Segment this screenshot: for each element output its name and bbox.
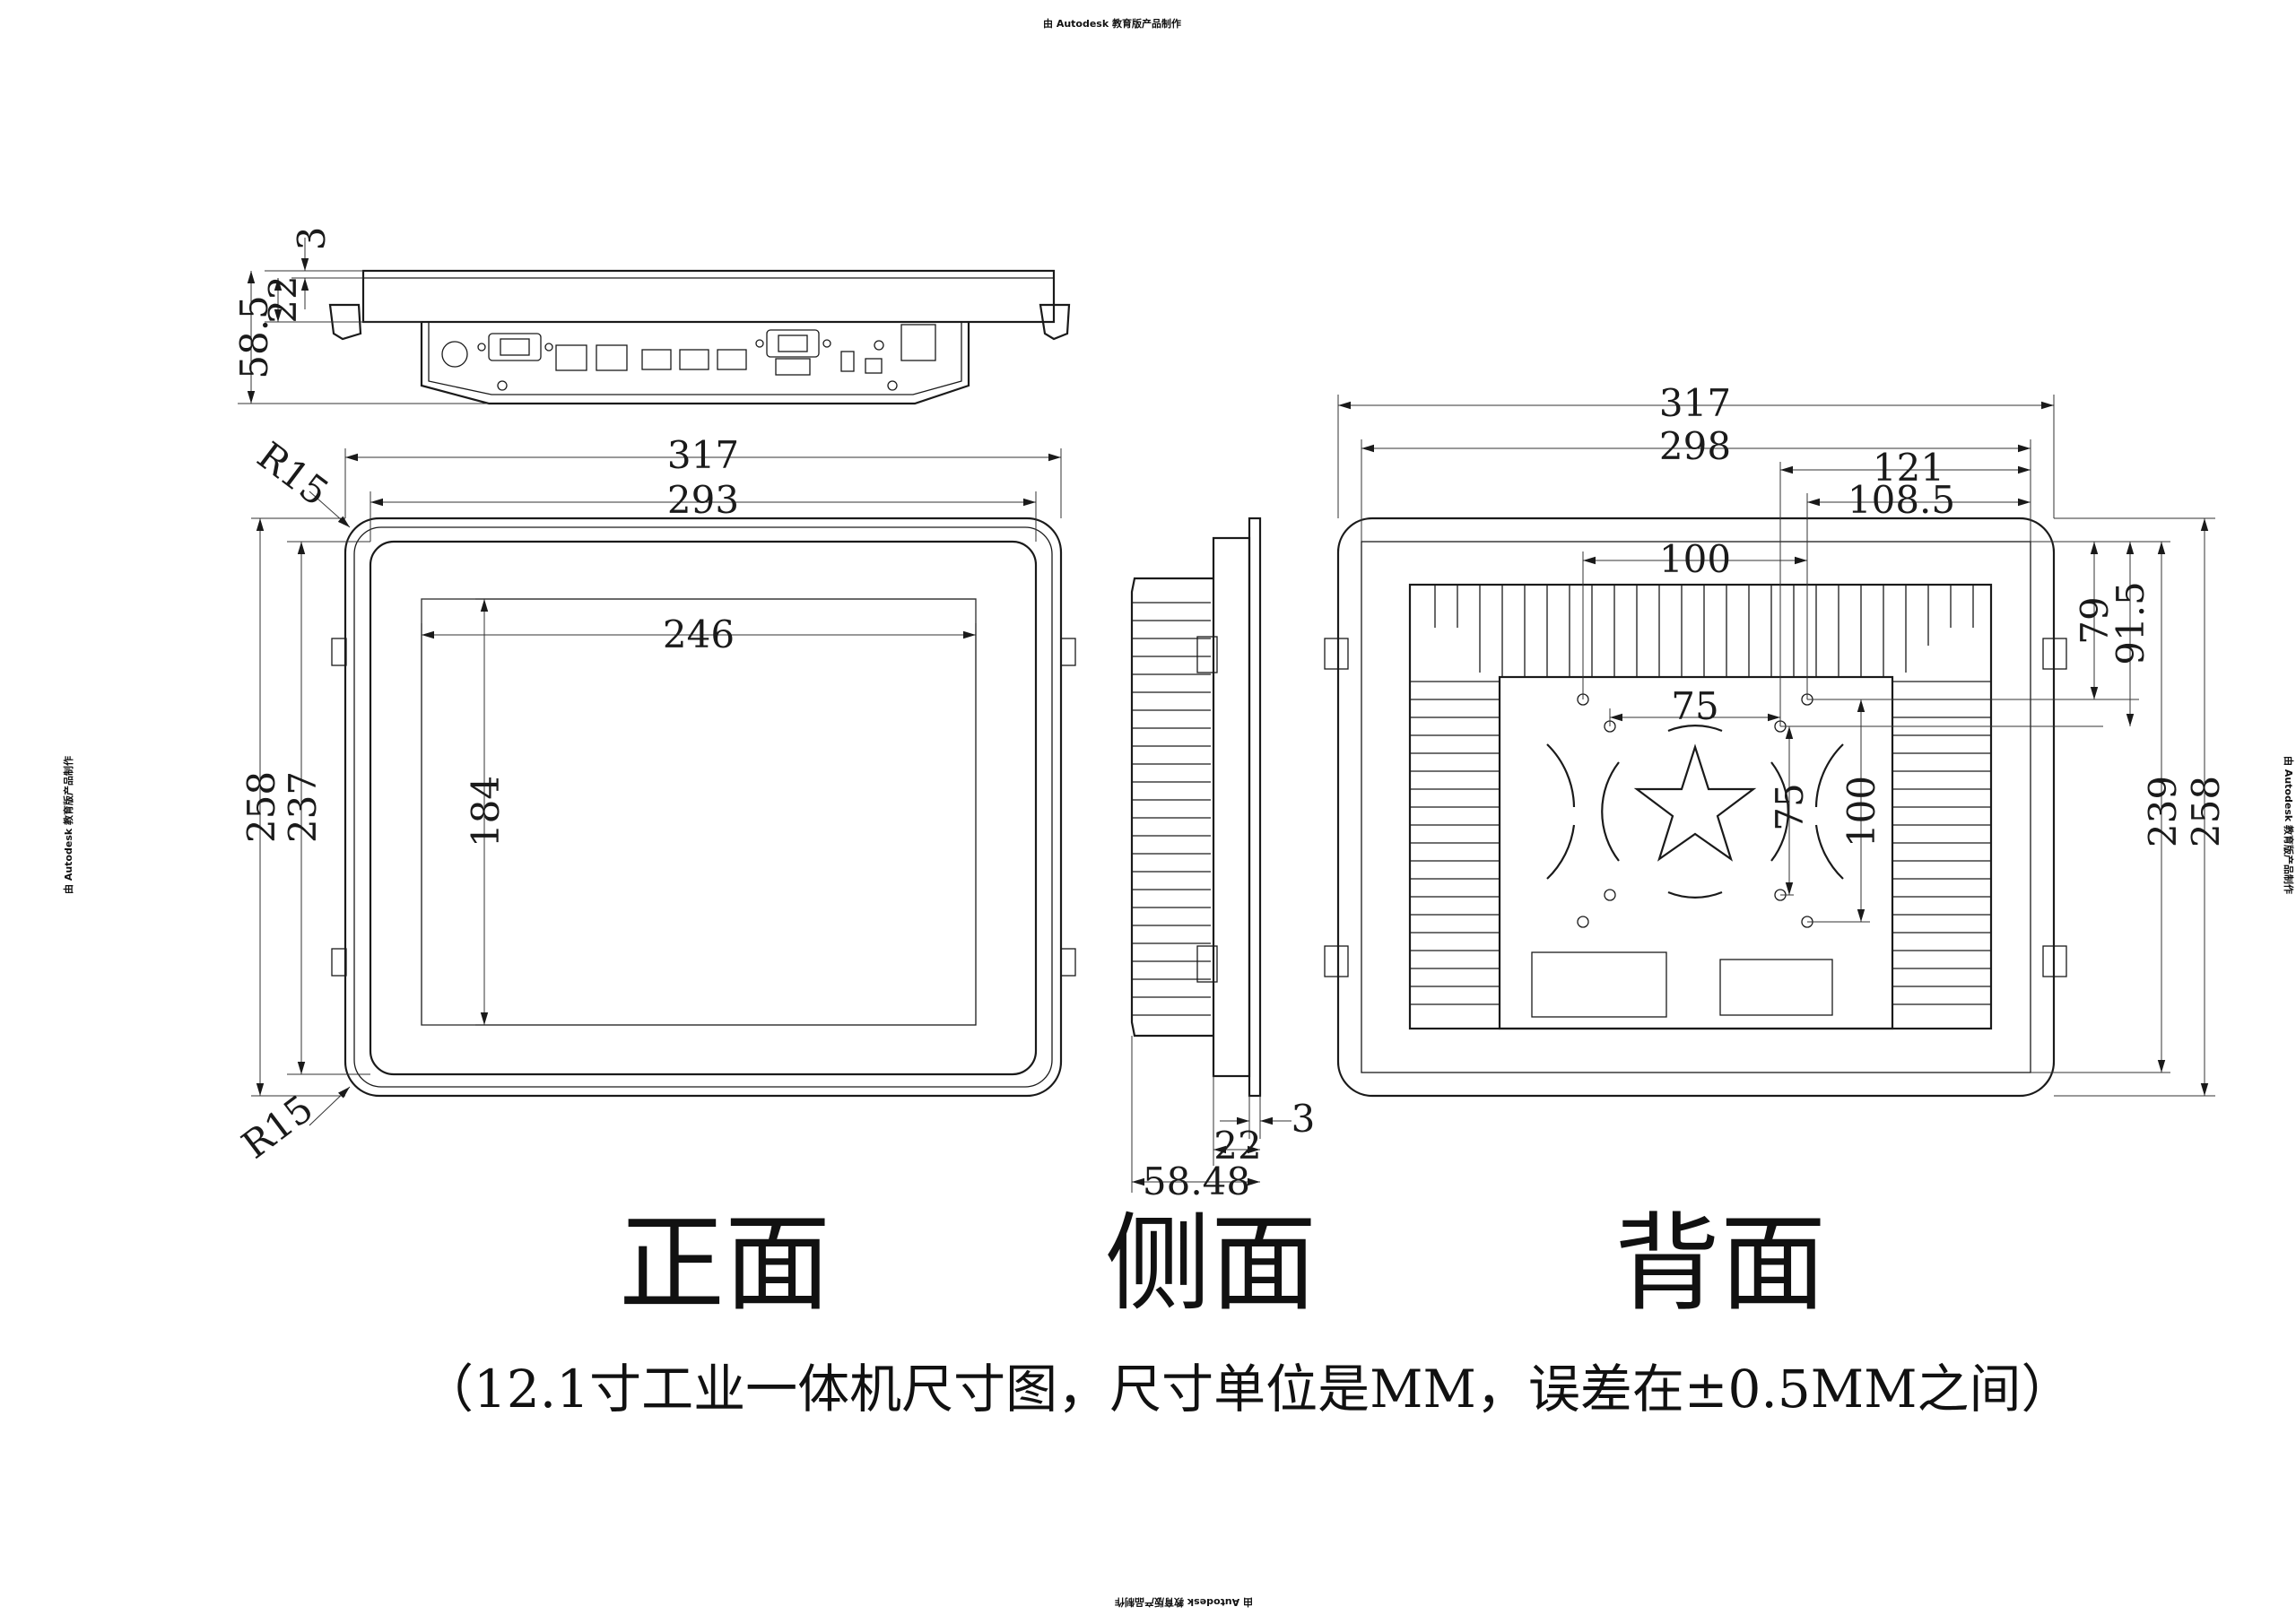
star-emblem-icon xyxy=(1633,743,1757,862)
back-dim-239: 239 xyxy=(2141,776,2185,847)
top-view: 3 22 58.5 xyxy=(232,227,1071,405)
side-view: 3 22 58.48 xyxy=(1130,517,1316,1203)
watermark-right: 由 Autodesk 教育版产品制作 xyxy=(2283,756,2295,894)
side-dim-58-48: 58.48 xyxy=(1143,1159,1250,1203)
back-dim-75-v: 75 xyxy=(1768,783,1812,830)
back-dim-317: 317 xyxy=(1659,381,1731,425)
back-dim-91-5: 91.5 xyxy=(2109,581,2152,665)
back-dim-258: 258 xyxy=(2184,776,2228,847)
front-dim-237: 237 xyxy=(281,771,325,843)
heatsink-fins-right xyxy=(1892,681,1991,1005)
front-dim-317: 317 xyxy=(667,433,739,477)
back-dim-79: 79 xyxy=(2073,596,2117,644)
front-dim-246: 246 xyxy=(663,612,735,656)
side-view-label: 侧面 xyxy=(1105,1202,1318,1325)
back-dim-100-v: 100 xyxy=(1839,776,1883,847)
front-view-label: 正面 xyxy=(619,1202,831,1325)
heatsink-fins-top xyxy=(1434,585,1974,677)
back-dim-100-h: 100 xyxy=(1659,537,1731,581)
side-dim-3: 3 xyxy=(1292,1097,1316,1141)
front-dim-293: 293 xyxy=(667,478,739,522)
back-view: 317 298 121 108.5 100 75 79 91.5 75 100 xyxy=(1324,381,2228,1098)
back-dim-108-5: 108.5 xyxy=(1848,478,1955,522)
front-dim-258: 258 xyxy=(239,771,283,843)
back-dim-75-h: 75 xyxy=(1671,684,1718,728)
front-radius-top: R15 xyxy=(249,433,336,514)
drawing-caption: （12.1寸工业一体机尺寸图，尺寸单位是MM，误差在±0.5MM之间） xyxy=(422,1359,2074,1420)
back-dim-121: 121 xyxy=(1873,446,1944,490)
side-dim-22: 22 xyxy=(1213,1124,1261,1168)
front-radius-bottom: R15 xyxy=(234,1086,321,1167)
front-view: 317 293 246 258 237 184 R15 R15 xyxy=(234,433,1076,1168)
side-fins xyxy=(1132,602,1211,1016)
front-dim-184: 184 xyxy=(464,776,508,847)
top-dim-3: 3 xyxy=(290,227,334,251)
back-view-label: 背面 xyxy=(1614,1202,1827,1325)
watermark-left: 由 Autodesk 教育版产品制作 xyxy=(62,756,74,894)
top-dim-22: 22 xyxy=(261,275,305,323)
watermark-top: 由 Autodesk 教育版产品制作 xyxy=(1043,17,1181,30)
heatsink-fins-left xyxy=(1410,681,1500,1005)
watermark-bottom: 由 Autodesk 教育版产品制作 xyxy=(1115,1596,1253,1609)
top-dim-58-5: 58.5 xyxy=(232,295,276,379)
back-dim-298: 298 xyxy=(1659,424,1731,468)
